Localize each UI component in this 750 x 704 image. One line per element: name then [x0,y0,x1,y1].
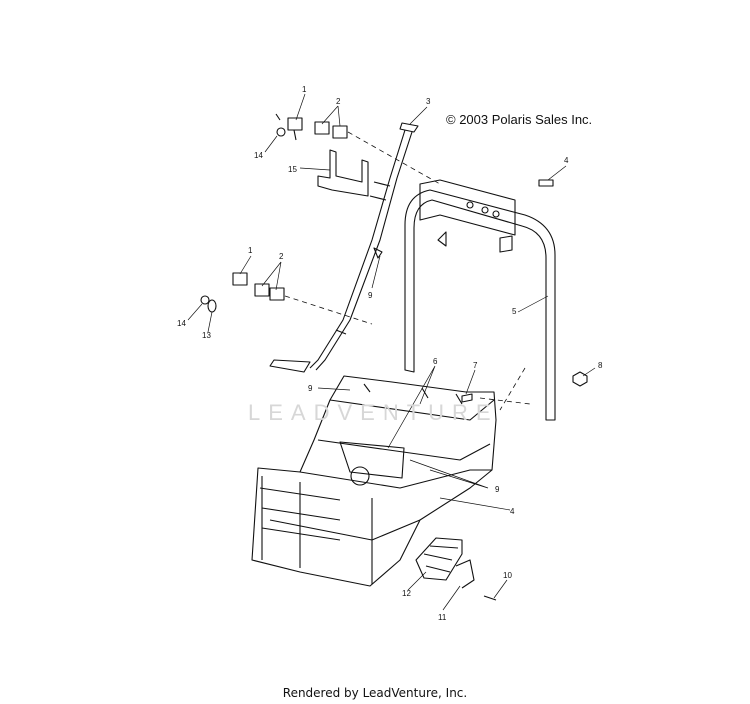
callouts: 1 2 3 14 15 4 9 1 2 14 13 5 8 9 7 6 9 4 … [177,85,603,622]
leader-lines [187,93,596,611]
callout-4: 4 [564,156,569,165]
steering-post [269,122,419,373]
callout-3: 3 [426,97,431,106]
callout-14: 14 [254,151,263,160]
callout-1: 1 [248,246,253,255]
fasteners [373,179,588,403]
callout-8: 8 [598,361,603,370]
callout-2: 2 [336,97,341,106]
callout-14: 14 [177,319,186,328]
callout-5: 5 [512,307,517,316]
footer-text: Rendered by LeadVenture, Inc. [282,686,468,700]
callout-4: 4 [510,507,515,516]
callout-9: 9 [308,384,313,393]
upper-clamp-assembly [275,113,348,141]
callout-9: 9 [368,291,373,300]
copyright-text: © 2003 Polaris Sales Inc. [446,112,593,127]
boot-and-clip [415,537,497,601]
lower-clamp-assembly [200,272,285,313]
callout-2: 2 [279,252,284,261]
callout-15: 15 [288,165,297,174]
callout-1: 1 [302,85,307,94]
callout-11: 11 [438,613,447,622]
bracket [317,149,369,197]
steering-hoop [404,179,556,421]
watermark-text: LEADVENTURE [248,400,499,425]
assembly-lines [284,131,531,411]
callout-10: 10 [503,571,512,580]
chassis-bulkhead [251,375,497,587]
callout-9: 9 [495,485,500,494]
callout-7: 7 [473,361,478,370]
callout-12: 12 [402,589,411,598]
callout-6: 6 [433,357,438,366]
callout-13: 13 [202,331,211,340]
